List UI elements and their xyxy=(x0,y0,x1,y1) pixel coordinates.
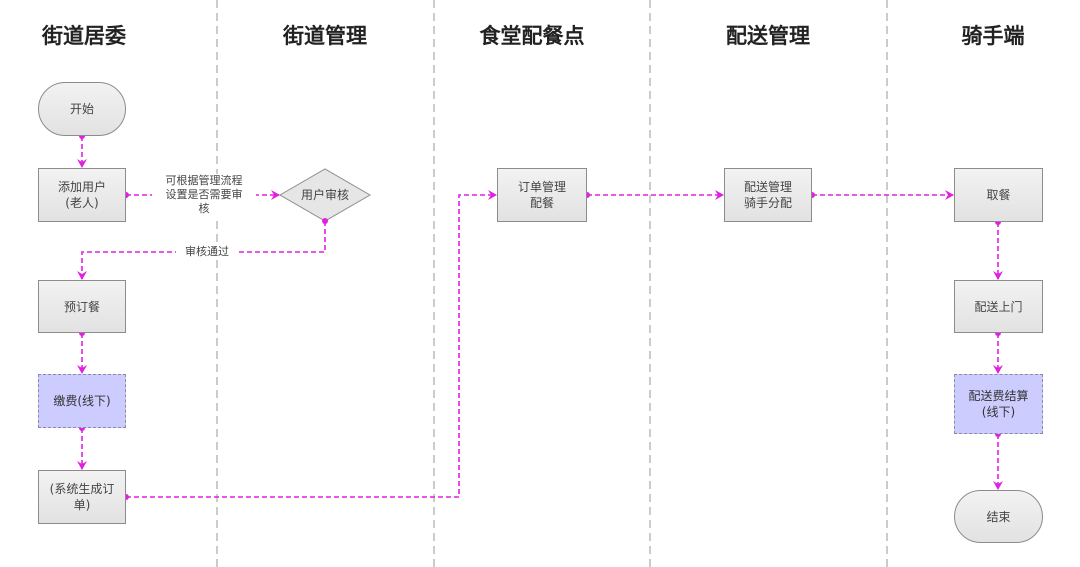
edge-label-review-optional: 可根据管理流程 设置是否需要审 核 xyxy=(152,174,256,216)
lane-title-canteen: 食堂配餐点 xyxy=(479,24,585,48)
user-review-diamond xyxy=(279,168,371,222)
payment-offline-node: 缴费(线下) xyxy=(38,374,126,428)
delivery-management-node: 配送管理 骑手分配 xyxy=(724,168,812,222)
user-review-label: 用户审核 xyxy=(300,188,349,202)
lane-title-delivery-mgmt: 配送管理 xyxy=(726,24,810,48)
pickup-node: 取餐 xyxy=(954,168,1043,222)
add-user-node: 添加用户 (老人) xyxy=(38,168,126,222)
order-management-node: 订单管理 配餐 xyxy=(497,168,587,222)
fee-settlement-node: 配送费结算 (线下) xyxy=(954,374,1043,434)
lane-title-community: 街道居委 xyxy=(42,24,126,48)
lane-title-rider: 骑手端 xyxy=(961,24,1025,48)
lane-title-street-mgmt: 街道管理 xyxy=(283,24,367,48)
edge-order-kitchen xyxy=(126,190,497,498)
system-order-node: (系统生成订 单) xyxy=(38,470,126,524)
end-node: 结束 xyxy=(954,490,1043,543)
preorder-node: 预订餐 xyxy=(38,280,126,333)
start-node: 开始 xyxy=(38,82,126,136)
lane-dividers xyxy=(216,0,888,567)
door-delivery-node: 配送上门 xyxy=(954,280,1043,333)
edge-label-review-passed: 审核通过 xyxy=(176,245,238,259)
edge-start-dots xyxy=(79,133,1001,500)
